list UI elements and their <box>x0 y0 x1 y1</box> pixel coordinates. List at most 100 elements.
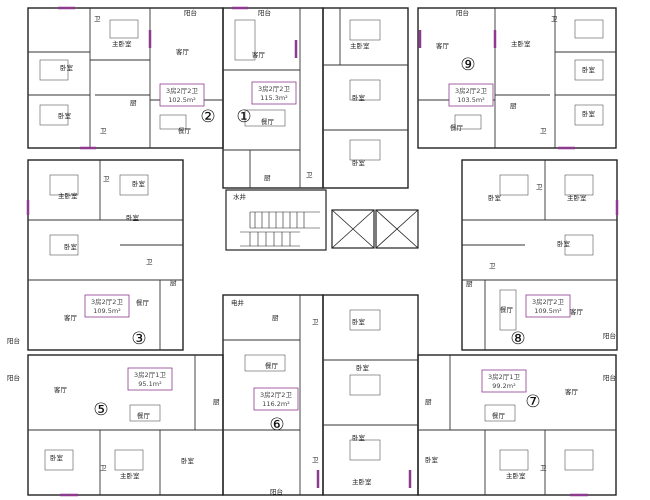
unit-9-info: 3房2厅2卫 103.5m² <box>448 83 494 107</box>
furniture <box>39 19 604 471</box>
unit-6-info: 3房2厅2卫 116.2m² <box>253 387 299 411</box>
label-wc: 卫 <box>536 183 543 191</box>
label-balcony: 阳台 <box>603 373 616 382</box>
label-bedroom: 卧室 <box>356 363 370 372</box>
unit-8-outline <box>461 159 618 351</box>
label-wc: 卫 <box>312 318 319 326</box>
label-dining: 餐厅 <box>450 123 464 132</box>
label-kitchen: 厨 <box>170 279 177 287</box>
label-living: 客厅 <box>64 313 78 322</box>
label-dining: 餐厅 <box>136 298 150 307</box>
label-bedroom: 卧室 <box>352 433 366 442</box>
label-bedroom: 卧室 <box>58 111 72 120</box>
label-wc: 卫 <box>94 15 101 23</box>
label-master: 主卧室 <box>350 41 370 50</box>
label-wc: 卫 <box>312 456 319 464</box>
partitions <box>28 8 617 495</box>
unit-9-area: 103.5m² <box>457 96 485 104</box>
label-wc: 卫 <box>103 175 110 183</box>
unit-info-boxes: 3房2厅2卫 115.3m² 3房2厅2卫 102.5m² 3房2厅2卫 109… <box>84 81 571 411</box>
label-living: 客厅 <box>252 50 266 59</box>
unit-7-spec: 3房2厅1卫 <box>488 372 520 381</box>
label-bedroom: 卧室 <box>425 455 439 464</box>
label-balcony: 阳台 <box>603 331 616 340</box>
label-bedroom: 卧室 <box>488 193 502 202</box>
label-bedroom: 卧室 <box>582 65 596 74</box>
core <box>225 189 419 251</box>
label-kitchen: 厨 <box>272 314 279 322</box>
label-master: 主卧室 <box>511 39 531 48</box>
label-dining: 餐厅 <box>137 411 151 420</box>
label-living: 客厅 <box>570 307 584 316</box>
label-dining: 餐厅 <box>261 117 275 126</box>
unit-3-outline <box>27 159 184 351</box>
label-bedroom: 卧室 <box>582 109 596 118</box>
unit-3-spec: 3房2厅2卫 <box>91 297 123 306</box>
unit-number-9: ⑨ <box>460 55 475 75</box>
label-kitchen: 厨 <box>510 102 517 110</box>
label-bedroom: 卧室 <box>50 453 64 462</box>
label-bedroom: 卧室 <box>132 179 146 188</box>
label-wc: 卫 <box>551 15 558 23</box>
label-wc: 卫 <box>306 171 313 179</box>
label-kitchen: 厨 <box>213 398 220 406</box>
unit-numbers: ① ② ③ ⑤ ⑥ ⑦ ⑧ ⑨ <box>93 55 540 435</box>
label-balcony: 阳台 <box>258 8 271 17</box>
unit-5-info: 3房2厅1卫 95.1m² <box>127 367 173 391</box>
label-balcony: 阳台 <box>7 373 20 382</box>
label-balcony: 阳台 <box>270 487 283 496</box>
label-master: 主卧室 <box>506 471 526 480</box>
unit-number-1: ① <box>236 107 251 127</box>
label-balcony: 阳台 <box>456 8 469 17</box>
unit-2-spec: 3房2厅2卫 <box>166 86 198 95</box>
label-dining: 餐厅 <box>178 126 192 135</box>
label-elec-shaft: 电井 <box>231 298 245 307</box>
label-wc: 卫 <box>540 127 547 135</box>
label-bedroom: 卧室 <box>126 213 140 222</box>
label-bedroom: 卧室 <box>60 63 74 72</box>
label-dining: 餐厅 <box>492 411 506 420</box>
label-master: 主卧室 <box>58 191 78 200</box>
label-water-shaft: 水井 <box>233 192 247 201</box>
label-master: 主卧室 <box>120 471 140 480</box>
label-living: 客厅 <box>436 41 450 50</box>
accent-marks <box>26 6 619 497</box>
label-bedroom: 卧室 <box>352 158 366 167</box>
unit-number-8: ⑧ <box>510 329 525 349</box>
unit-7-area: 99.2m² <box>492 382 516 390</box>
unit-5-area: 95.1m² <box>138 380 162 388</box>
label-wc: 卫 <box>540 464 547 472</box>
unit-1-spec: 3房2厅2卫 <box>258 84 290 93</box>
unit-9-spec: 3房2厅2卫 <box>455 86 487 95</box>
label-dining: 餐厅 <box>500 305 514 314</box>
elevator-2 <box>375 209 419 249</box>
unit-1-area: 115.3m² <box>260 94 288 102</box>
unit-3-info: 3房2厅2卫 109.5m² <box>84 294 130 318</box>
unit-number-5: ⑤ <box>93 400 108 420</box>
unit-top-right-outline <box>322 7 409 189</box>
label-living: 客厅 <box>565 387 579 396</box>
unit-number-7: ⑦ <box>525 392 540 412</box>
unit-8-info: 3房2厅2卫 109.5m² <box>525 294 571 318</box>
label-balcony: 阳台 <box>7 336 20 345</box>
label-dining: 餐厅 <box>265 361 279 370</box>
label-kitchen: 厨 <box>466 280 473 288</box>
label-bedroom: 卧室 <box>557 239 571 248</box>
unit-9-outline <box>417 7 617 149</box>
unit-number-2: ② <box>200 107 215 127</box>
label-wc: 卫 <box>100 127 107 135</box>
label-bedroom: 卧室 <box>64 242 78 251</box>
label-master: 主卧室 <box>352 477 372 486</box>
stair-core <box>225 189 327 251</box>
unit-number-3: ③ <box>131 329 146 349</box>
unit-2-info: 3房2厅2卫 102.5m² <box>159 83 205 107</box>
unit-6-area: 116.2m² <box>262 400 290 408</box>
walls <box>27 7 618 496</box>
unit-2-outline <box>27 7 224 149</box>
label-living: 客厅 <box>176 47 190 56</box>
unit-3-area: 109.5m² <box>93 307 121 315</box>
label-bedroom: 卧室 <box>352 93 366 102</box>
label-living: 客厅 <box>54 385 68 394</box>
unit-5-spec: 3房2厅1卫 <box>134 370 166 379</box>
